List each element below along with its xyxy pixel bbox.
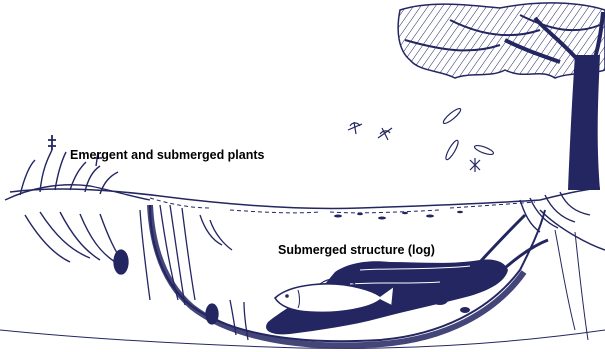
label-submerged-structure: Submerged structure (log): [278, 243, 435, 257]
flying-insects: [348, 107, 494, 172]
submerged-log: [266, 215, 548, 334]
submerged-plants: [114, 205, 248, 340]
label-emergent-submerged-plants: Emergent and submerged plants: [70, 148, 264, 162]
right-bank-plants: [520, 192, 590, 340]
tree: [398, 3, 605, 190]
